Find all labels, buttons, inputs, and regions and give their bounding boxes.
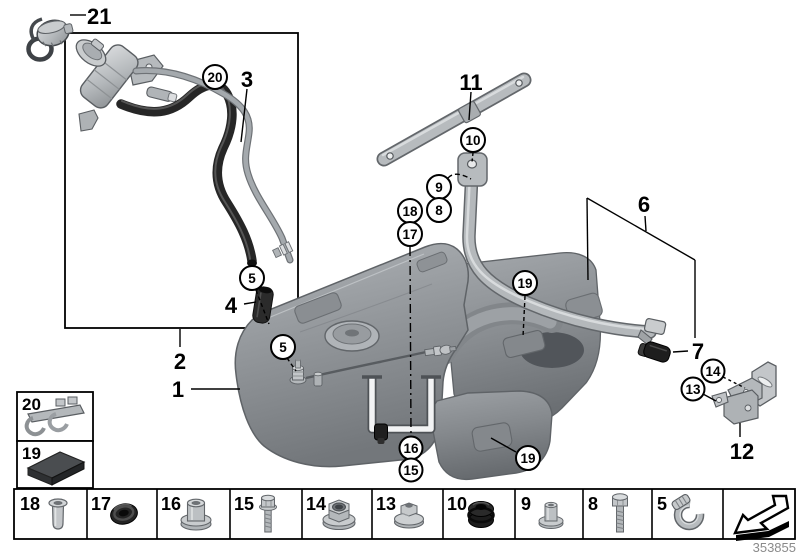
cell-label-10[interactable]: 10	[447, 494, 467, 514]
callout-5b-label: 5	[279, 340, 287, 355]
callout-7[interactable]: 7	[692, 339, 704, 364]
callout-21[interactable]: 21	[87, 4, 111, 29]
flange-nut-icon[interactable]	[322, 499, 356, 531]
hose-clamp-icon[interactable]	[671, 493, 705, 531]
callout-10-circled[interactable]: 10	[460, 127, 486, 153]
service-flange-art	[324, 320, 380, 352]
callout-4[interactable]: 4	[225, 293, 238, 318]
callout-13-label: 13	[685, 382, 701, 397]
callout-2[interactable]: 2	[174, 349, 186, 374]
callout-14-circled[interactable]: 14	[700, 358, 726, 384]
callout-17-label: 17	[402, 227, 417, 242]
cell-label-8[interactable]: 8	[588, 494, 598, 514]
cell-label-13[interactable]: 13	[376, 494, 396, 514]
callout-13-circled[interactable]: 13	[680, 376, 706, 402]
hex-bolt-icon[interactable]	[612, 493, 628, 533]
damper-pad-icon	[26, 451, 86, 486]
callout-11[interactable]: 11	[459, 70, 482, 95]
callout-14-label: 14	[705, 364, 721, 379]
legend-row-frame	[13, 488, 796, 540]
legend-bottom-row: 18 17 16 15 14 13 10 9 8 5	[13, 488, 796, 541]
callout-15-label: 15	[403, 463, 419, 478]
callout-3[interactable]: 3	[241, 67, 253, 92]
blind-rivet-nut-icon[interactable]	[48, 498, 68, 530]
fuel-line-fitting-art	[424, 344, 457, 357]
callout-5a-circled[interactable]: 5	[239, 265, 265, 291]
callout-18-label: 18	[402, 204, 418, 219]
callout-8-circled[interactable]: 8	[426, 197, 452, 223]
cell-label-17[interactable]: 17	[91, 494, 111, 514]
pipe-clip-icon	[24, 396, 85, 437]
rubber-grommet-icon[interactable]	[109, 501, 140, 526]
callout-17-circled[interactable]: 17	[397, 221, 423, 247]
strap-hook-art	[457, 152, 488, 187]
collar-nut-icon[interactable]	[393, 502, 425, 529]
callout-19b-label: 19	[520, 451, 535, 466]
callout-15-circled[interactable]: 15	[398, 457, 424, 483]
callout-12[interactable]: 12	[730, 439, 754, 464]
filler-hose-art	[116, 80, 257, 267]
cell-label-14[interactable]: 14	[306, 494, 326, 514]
legend-box-label-20[interactable]: 20	[22, 395, 41, 414]
callout-16-label: 16	[403, 441, 419, 456]
connecting-hose-art	[252, 286, 274, 324]
callout-18-circled[interactable]: 18	[397, 198, 423, 224]
leader-lines	[70, 14, 746, 453]
callout-9-circled[interactable]: 9	[426, 174, 452, 200]
callout-19b-circled[interactable]: 19	[515, 445, 541, 471]
tension-strap-art	[457, 152, 667, 346]
callout-20-label: 20	[207, 70, 222, 85]
callout-16-circled[interactable]: 16	[398, 435, 424, 461]
sender-fitting-art	[289, 344, 457, 387]
rubber-buffer-icon[interactable]	[467, 501, 495, 528]
callout-5a-label: 5	[248, 271, 256, 286]
callout-19a-circled[interactable]: 19	[512, 270, 538, 296]
callout-10-label: 10	[465, 133, 480, 148]
callout-19a-label: 19	[517, 276, 532, 291]
diagram-number: 353855	[753, 540, 796, 555]
flange-bolt-icon[interactable]	[259, 494, 277, 533]
end-grommet-art	[637, 341, 671, 363]
vent-pipe-art	[132, 67, 294, 264]
spacer-bushing-icon[interactable]	[180, 498, 212, 531]
holder-bracket-art	[711, 361, 777, 425]
tension-strut-art	[376, 72, 532, 167]
cell-label-9[interactable]: 9	[521, 494, 531, 514]
cell-label-18[interactable]: 18	[20, 494, 40, 514]
cell-label-16[interactable]: 16	[161, 494, 181, 514]
fuel-filler-cap-art	[26, 17, 74, 62]
callout-6[interactable]: 6	[638, 192, 650, 217]
callout-9-label: 9	[435, 180, 443, 195]
cell-label-5[interactable]: 5	[657, 494, 667, 514]
legend-left-boxes	[16, 391, 94, 489]
callout-20-circled[interactable]: 20	[202, 64, 228, 90]
direction-arrow-icon	[733, 494, 790, 541]
bushing-icon[interactable]	[538, 501, 564, 529]
legend-box-label-19[interactable]: 19	[22, 444, 41, 463]
callout-5b-circled[interactable]: 5	[270, 334, 296, 360]
cell-label-15[interactable]: 15	[234, 494, 254, 514]
callout-1[interactable]: 1	[172, 377, 184, 402]
callout-8-label: 8	[435, 203, 443, 218]
